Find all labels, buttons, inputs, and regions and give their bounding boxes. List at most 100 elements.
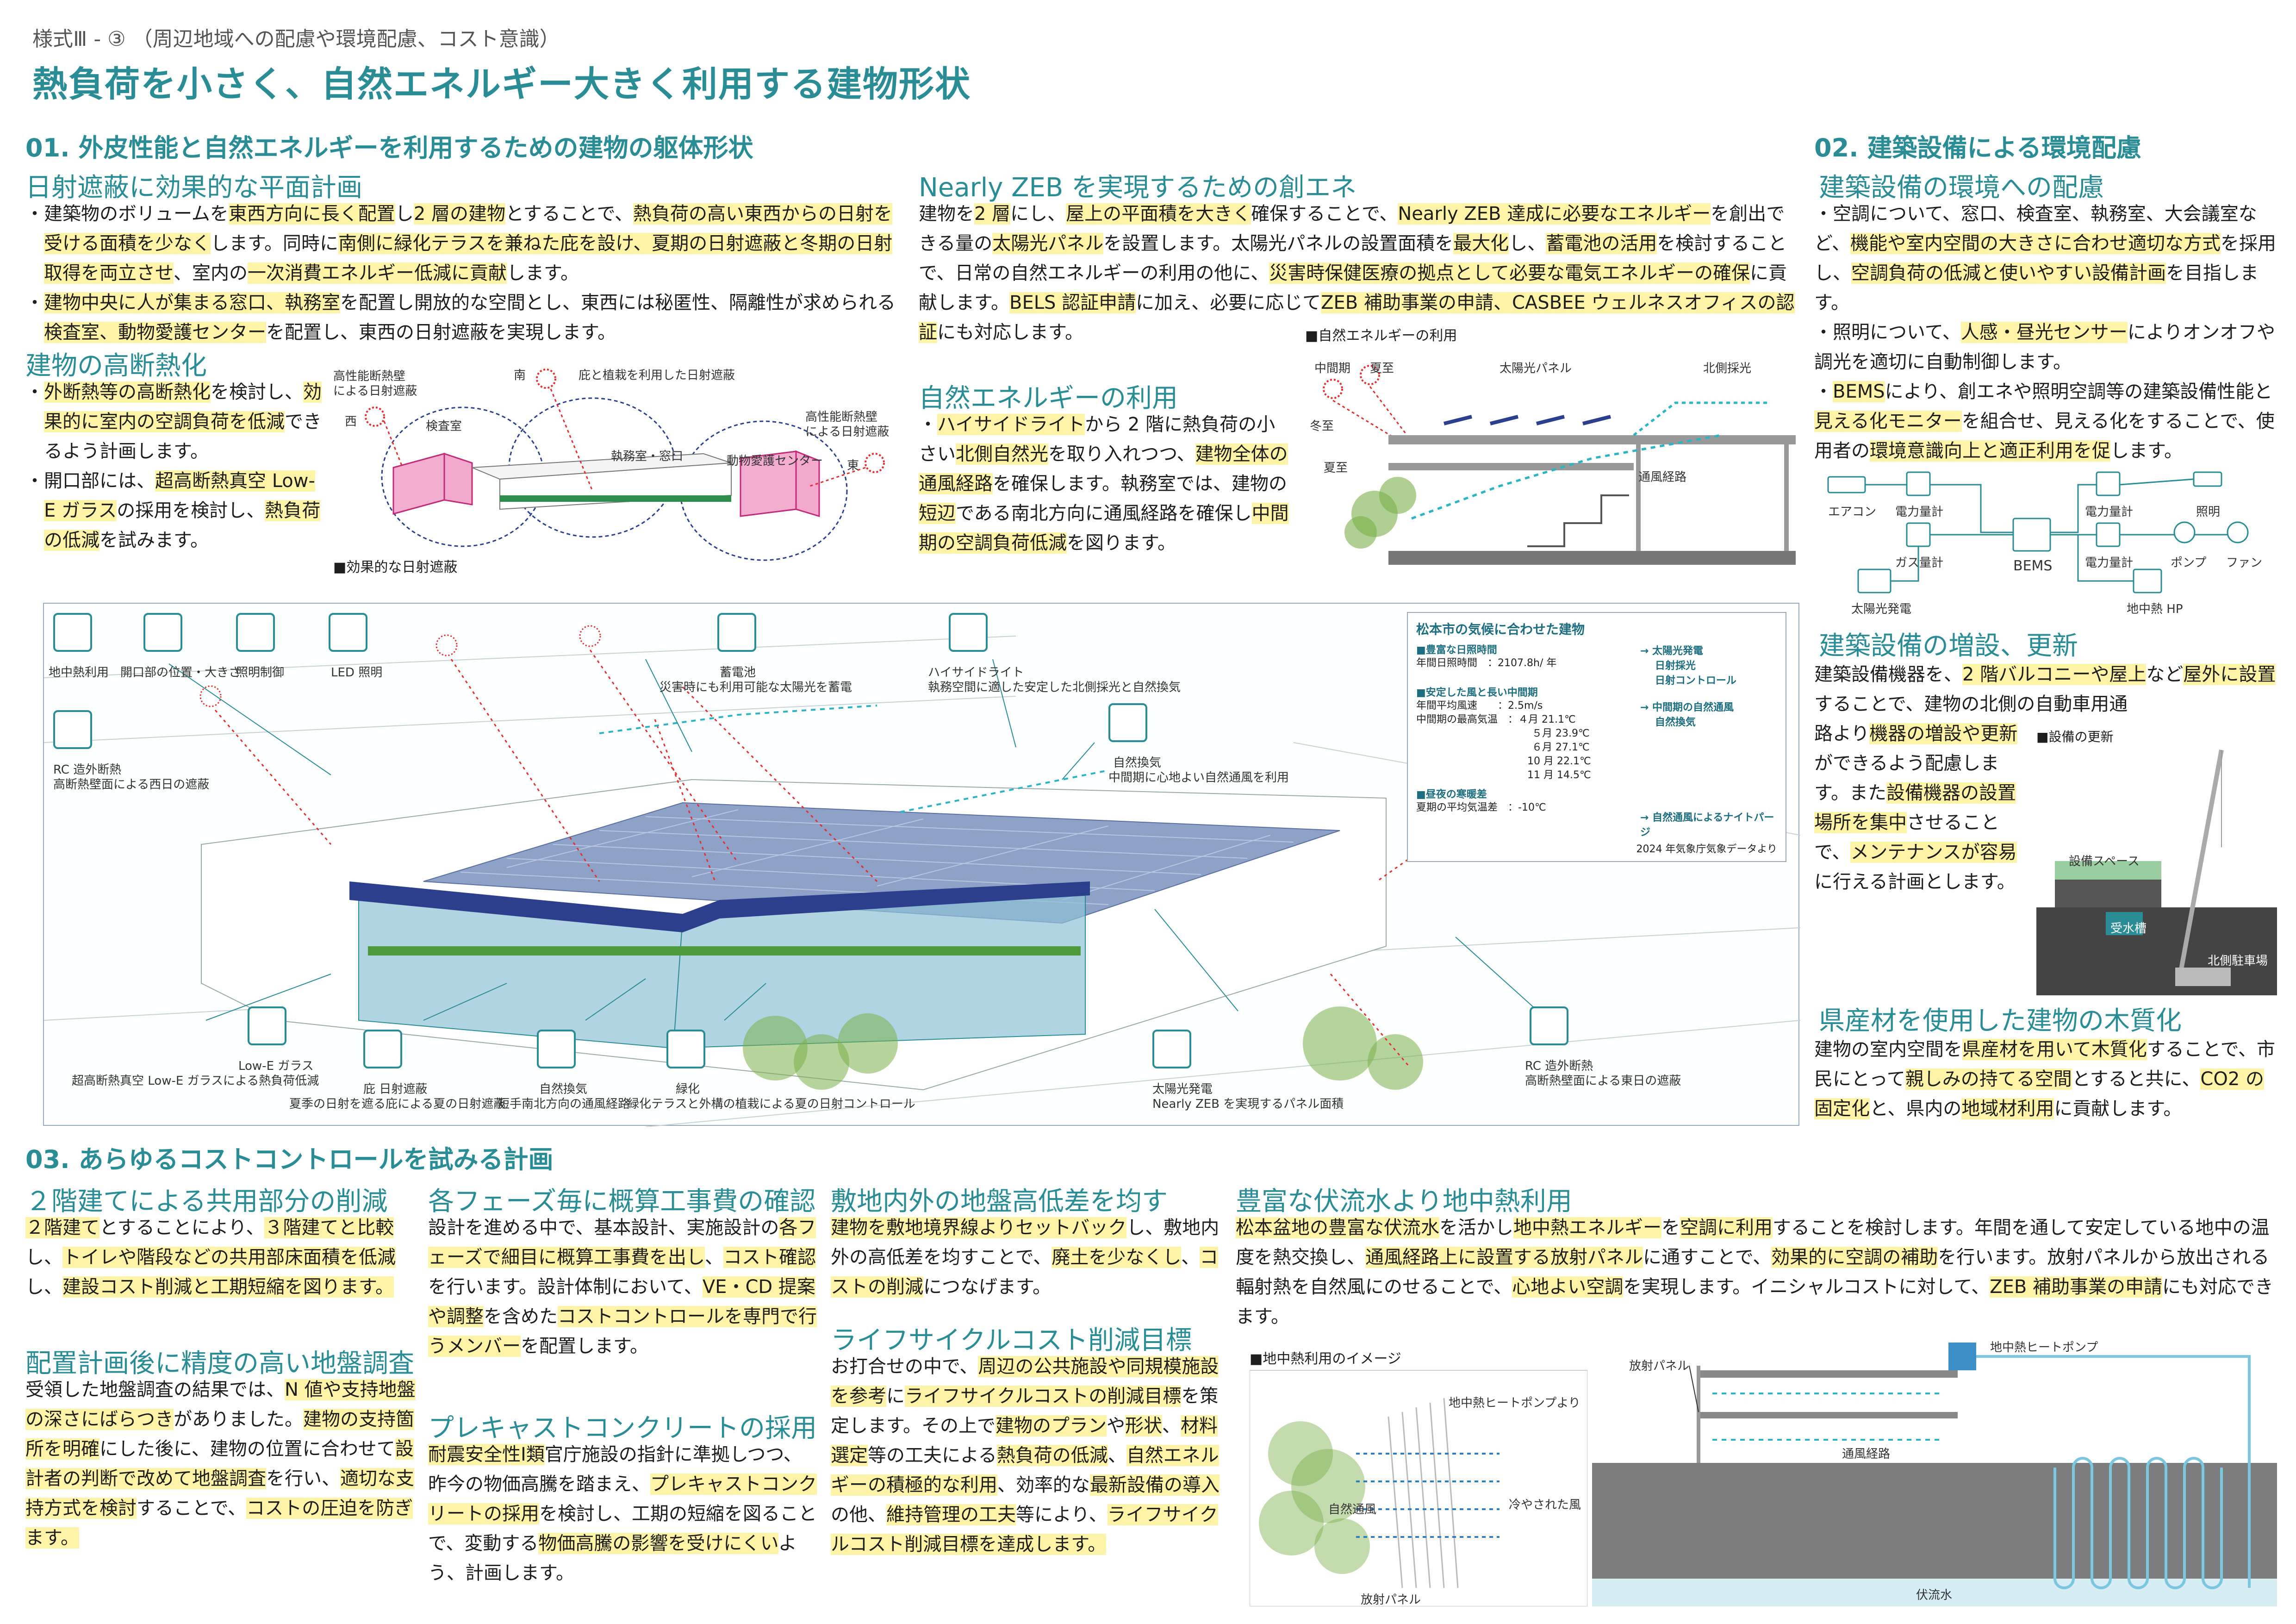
meter-3-label: 電力量計 <box>2085 556 2134 570</box>
geothermal-caption: ■地中熱利用のイメージ <box>1250 1351 1401 1367</box>
two-story-heading: ２階建てによる共用部分の削減 <box>25 1187 388 1217</box>
equipment-update-diagram: ■設備の更新 設備スペース 受水槽 北側駐車場 <box>2036 727 2277 995</box>
climate-row-8: 夏期の平均気温差 ：-10℃ <box>1416 802 1546 813</box>
meter-1-label: 電力量計 <box>1895 505 1944 519</box>
climate-row-6: 10 月 22.1℃ <box>1527 756 1591 767</box>
section-01-title: 01. 外皮性能と自然エネルギーを利用するための建物の躯体形状 <box>25 133 753 162</box>
pv-label: 太陽光パネル <box>1500 362 1572 375</box>
precast-text: 耐震安全性Ⅰ類官庁施設の指針に準拠しつつ、昨今の物価高騰を踏まえ、プレキャストコ… <box>428 1444 817 1584</box>
geothermal-image-diagram: ■地中熱利用のイメージ 地中熱ヒートポンプより 自然通風 冷やされた風 放射パネ… <box>1250 1347 1587 1607</box>
natural-vent-icon <box>1108 703 1147 742</box>
south-label: 南 <box>514 369 526 382</box>
climate-box: 松本市の気候に合わせた建物 ■豊富な日照時間 年間日照時間 ：2107.8h/ … <box>1407 612 1786 862</box>
expand-text-top: 建築設備機器を、2 階バルコニーや屋上など屋外に設置することで、建物の北側の自動… <box>1814 664 2276 715</box>
building-perspective-panel: 地中熱利用 開口部の位置・大きさ 照明制御 LED 照明 蓄電池 災害時にも利用… <box>43 603 1800 1127</box>
insulation-text: ・外断熱等の高断熱化を検討し、効果的に室内の空調負荷を低減できるよう計画します。… <box>25 381 322 551</box>
from-pump-label: 地中熱ヒートポンプより <box>1449 1396 1580 1410</box>
opening-label: 開口部の位置・大きさ <box>120 666 241 680</box>
level-heading: 敷地内外の地盤高低差を均す <box>831 1187 1168 1217</box>
solar-pv-icon <box>1152 1030 1191 1068</box>
eaves-label: 庇 日射遮蔽 <box>363 1082 428 1096</box>
cooled-wind-label: 冷やされた風 <box>1509 1498 1581 1512</box>
green-label: 緑化 <box>676 1082 700 1096</box>
climate-h1: ■豊富な日照時間 <box>1416 644 1497 656</box>
pv-gen-label: 太陽光発電 <box>1851 602 1912 616</box>
geothermal-heading: 豊富な伏流水より地中熱利用 <box>1236 1187 1572 1217</box>
office-label: 執務室・窓口 <box>611 450 684 463</box>
green-sub: 緑化テラスと外構の植栽による夏の日射コントロール <box>627 1097 915 1111</box>
eaves-sub: 夏季の日射を遮る庇による夏の日射遮蔽 <box>289 1097 506 1111</box>
lab-room-label: 検査室 <box>426 419 462 433</box>
form-label: 様式Ⅲ - ③ （周辺地域への配慮や環境配慮、コスト意識） <box>32 27 560 51</box>
light-label: 照明 <box>2196 505 2221 519</box>
climate-row-1: 年間日照時間 ：2107.8h/ 年 <box>1416 657 1557 669</box>
phase-text: 設計を進める中で、基本設計、実施設計の各フェーズで細目に概算工事費を出し、コスト… <box>428 1217 817 1357</box>
page-title: 熱負荷を小さく、自然エネルギー大きく利用する建物形状 <box>32 63 971 105</box>
natural-energy-heading: 自然エネルギーの利用 <box>919 383 1178 413</box>
hp-wall-label-2: による日射遮蔽 <box>333 384 417 398</box>
geo-label: 地中熱利用 <box>49 666 109 680</box>
expand-heading: 建築設備の増設、更新 <box>1819 631 2078 661</box>
pump-label: ポンプ <box>2171 556 2207 570</box>
natural-wind-label: 自然通風 <box>1328 1503 1377 1517</box>
lcc-heading: ライフサイクルコスト削減目標 <box>831 1325 1192 1355</box>
highside-light-icon <box>949 613 988 652</box>
geo-hp-label: 地中熱 HP <box>2127 602 2183 616</box>
rc-west-sub: 高断熱壁面による西日の遮蔽 <box>53 778 210 792</box>
water-tank-label: 受水槽 <box>2110 922 2147 936</box>
opening-icon <box>143 613 182 652</box>
led-label: LED 照明 <box>331 666 383 680</box>
sun-shading-text: ・建築物のボリュームを東西方向に長く配置し2 層の建物とすることで、熱負荷の高い… <box>25 203 896 343</box>
vent-route-label: 通風経路 <box>1638 470 1687 484</box>
pv-panel-sub: Nearly ZEB を実現するパネル面積 <box>1152 1097 1344 1111</box>
wood-text: 建物の室内空間を県産材を用いて木質化することで、市民にとって親しみの持てる空間と… <box>1814 1039 2276 1119</box>
natural-vent-2-icon <box>537 1030 576 1068</box>
section-03-title: 03. あらゆるコストコントロールを試みる計画 <box>25 1145 554 1174</box>
highside-sub: 執務空間に適した安定した北側採光と自然換気 <box>928 681 1181 694</box>
zeb-heading: Nearly ZEB を実現するための創エネ <box>919 173 1357 203</box>
winter-label: 冬至 <box>1310 419 1334 433</box>
equipment-space-label: 設備スペース <box>2069 855 2140 868</box>
west-label: 西 <box>345 415 357 429</box>
phase-heading: 各フェーズ毎に概算工事費の確認 <box>428 1187 816 1217</box>
level-text: 建物を敷地境界線よりセットバックし、敷地内外の高低差を均すことで、廃土を少なくし… <box>831 1217 1220 1298</box>
geothermal-text: 松本盆地の豊富な伏流水を活かし地中熱エネルギーを空調に利用することを検討します。… <box>1236 1217 2274 1327</box>
expand-text-bottom: 路より機器の増設や更新ができるよう配慮します。また設備機器の設置場所を集中させる… <box>1814 723 2018 893</box>
battery-sub: 災害時にも利用可能な太陽光を蓄電 <box>660 681 852 694</box>
geo-icon <box>53 613 92 652</box>
natural-energy-caption: ■自然エネルギーの利用 <box>1305 328 1457 344</box>
lowe-sub: 超高断熱真空 Low-E ガラスによる熱負荷低減 <box>72 1074 319 1088</box>
wood-heading: 県産材を使用した建物の木質化 <box>1819 1006 2182 1036</box>
section-02-title: 02. 建築設備による環境配慮 <box>1814 133 2141 162</box>
zeb-text: 建物を2 層にし、屋上の平面積を大きく確保することで、Nearly ZEB 達成… <box>919 203 1795 343</box>
radiant-panel-2-label: 放射パネル <box>1629 1359 1690 1373</box>
climate-r1b: 日射採光 <box>1655 660 1696 672</box>
climate-r2a: → 中間期の自然通風 <box>1640 702 1734 713</box>
bems-label: BEMS <box>2013 558 2053 574</box>
ground-survey-text: 受領した地盤調査の結果では、N 値や支持地盤の深さにばらつきがありました。建物の… <box>25 1379 416 1549</box>
rc-insulation-east-icon <box>1530 1006 1568 1045</box>
hp-wall-label-1: 高性能断熱壁 <box>333 369 406 383</box>
two-story-text: ２階建てとすることにより、３階建てと比較し、トイレや階段などの共用部床面積を低減… <box>25 1217 396 1298</box>
eaves-label: 庇と植栽を利用した日射遮蔽 <box>579 369 735 382</box>
led-icon <box>329 613 367 652</box>
greening-icon <box>666 1030 705 1068</box>
natural-energy-diagram: ■自然エネルギーの利用 中間期 夏至 冬至 夏至 太陽光パネル 北側採光 通風経… <box>1305 319 1800 569</box>
rc-east-label: RC 造外断熱 <box>1525 1059 1593 1073</box>
sun-shading-caption: ■効果的な日射遮蔽 <box>333 559 458 575</box>
env-text: ・空調について、窓口、検査室、執務室、大会議室など、機能や室内空間の大きさに合わ… <box>1814 203 2276 462</box>
battery-label: 蓄電池 <box>720 666 756 680</box>
natvent-sub: 中間期に心地よい自然通風を利用 <box>1108 771 1289 785</box>
climate-row-4: ５月 23.9℃ <box>1532 728 1590 739</box>
lowe-glass-icon <box>248 1006 286 1045</box>
lighting-label: 照明制御 <box>236 666 285 680</box>
climate-row-3: 中間期の最高気温 ：４月 21.1℃ <box>1416 714 1576 725</box>
climate-r1c: 日射コントロール <box>1655 675 1736 687</box>
geothermal-section-diagram: 放射パネル 地中熱ヒートポンプ 通風経路 伏流水 <box>1592 1329 2277 1606</box>
meter-2-label: 電力量計 <box>2085 505 2134 519</box>
rc-insulation-west-icon <box>53 710 92 749</box>
vent2-sub: 短手南北方向の通風経路 <box>498 1097 630 1111</box>
fan-label: ファン <box>2226 556 2263 570</box>
aircon-label: エアコン <box>1828 505 1877 519</box>
climate-r1a: → 太陽光発電 <box>1640 645 1703 657</box>
